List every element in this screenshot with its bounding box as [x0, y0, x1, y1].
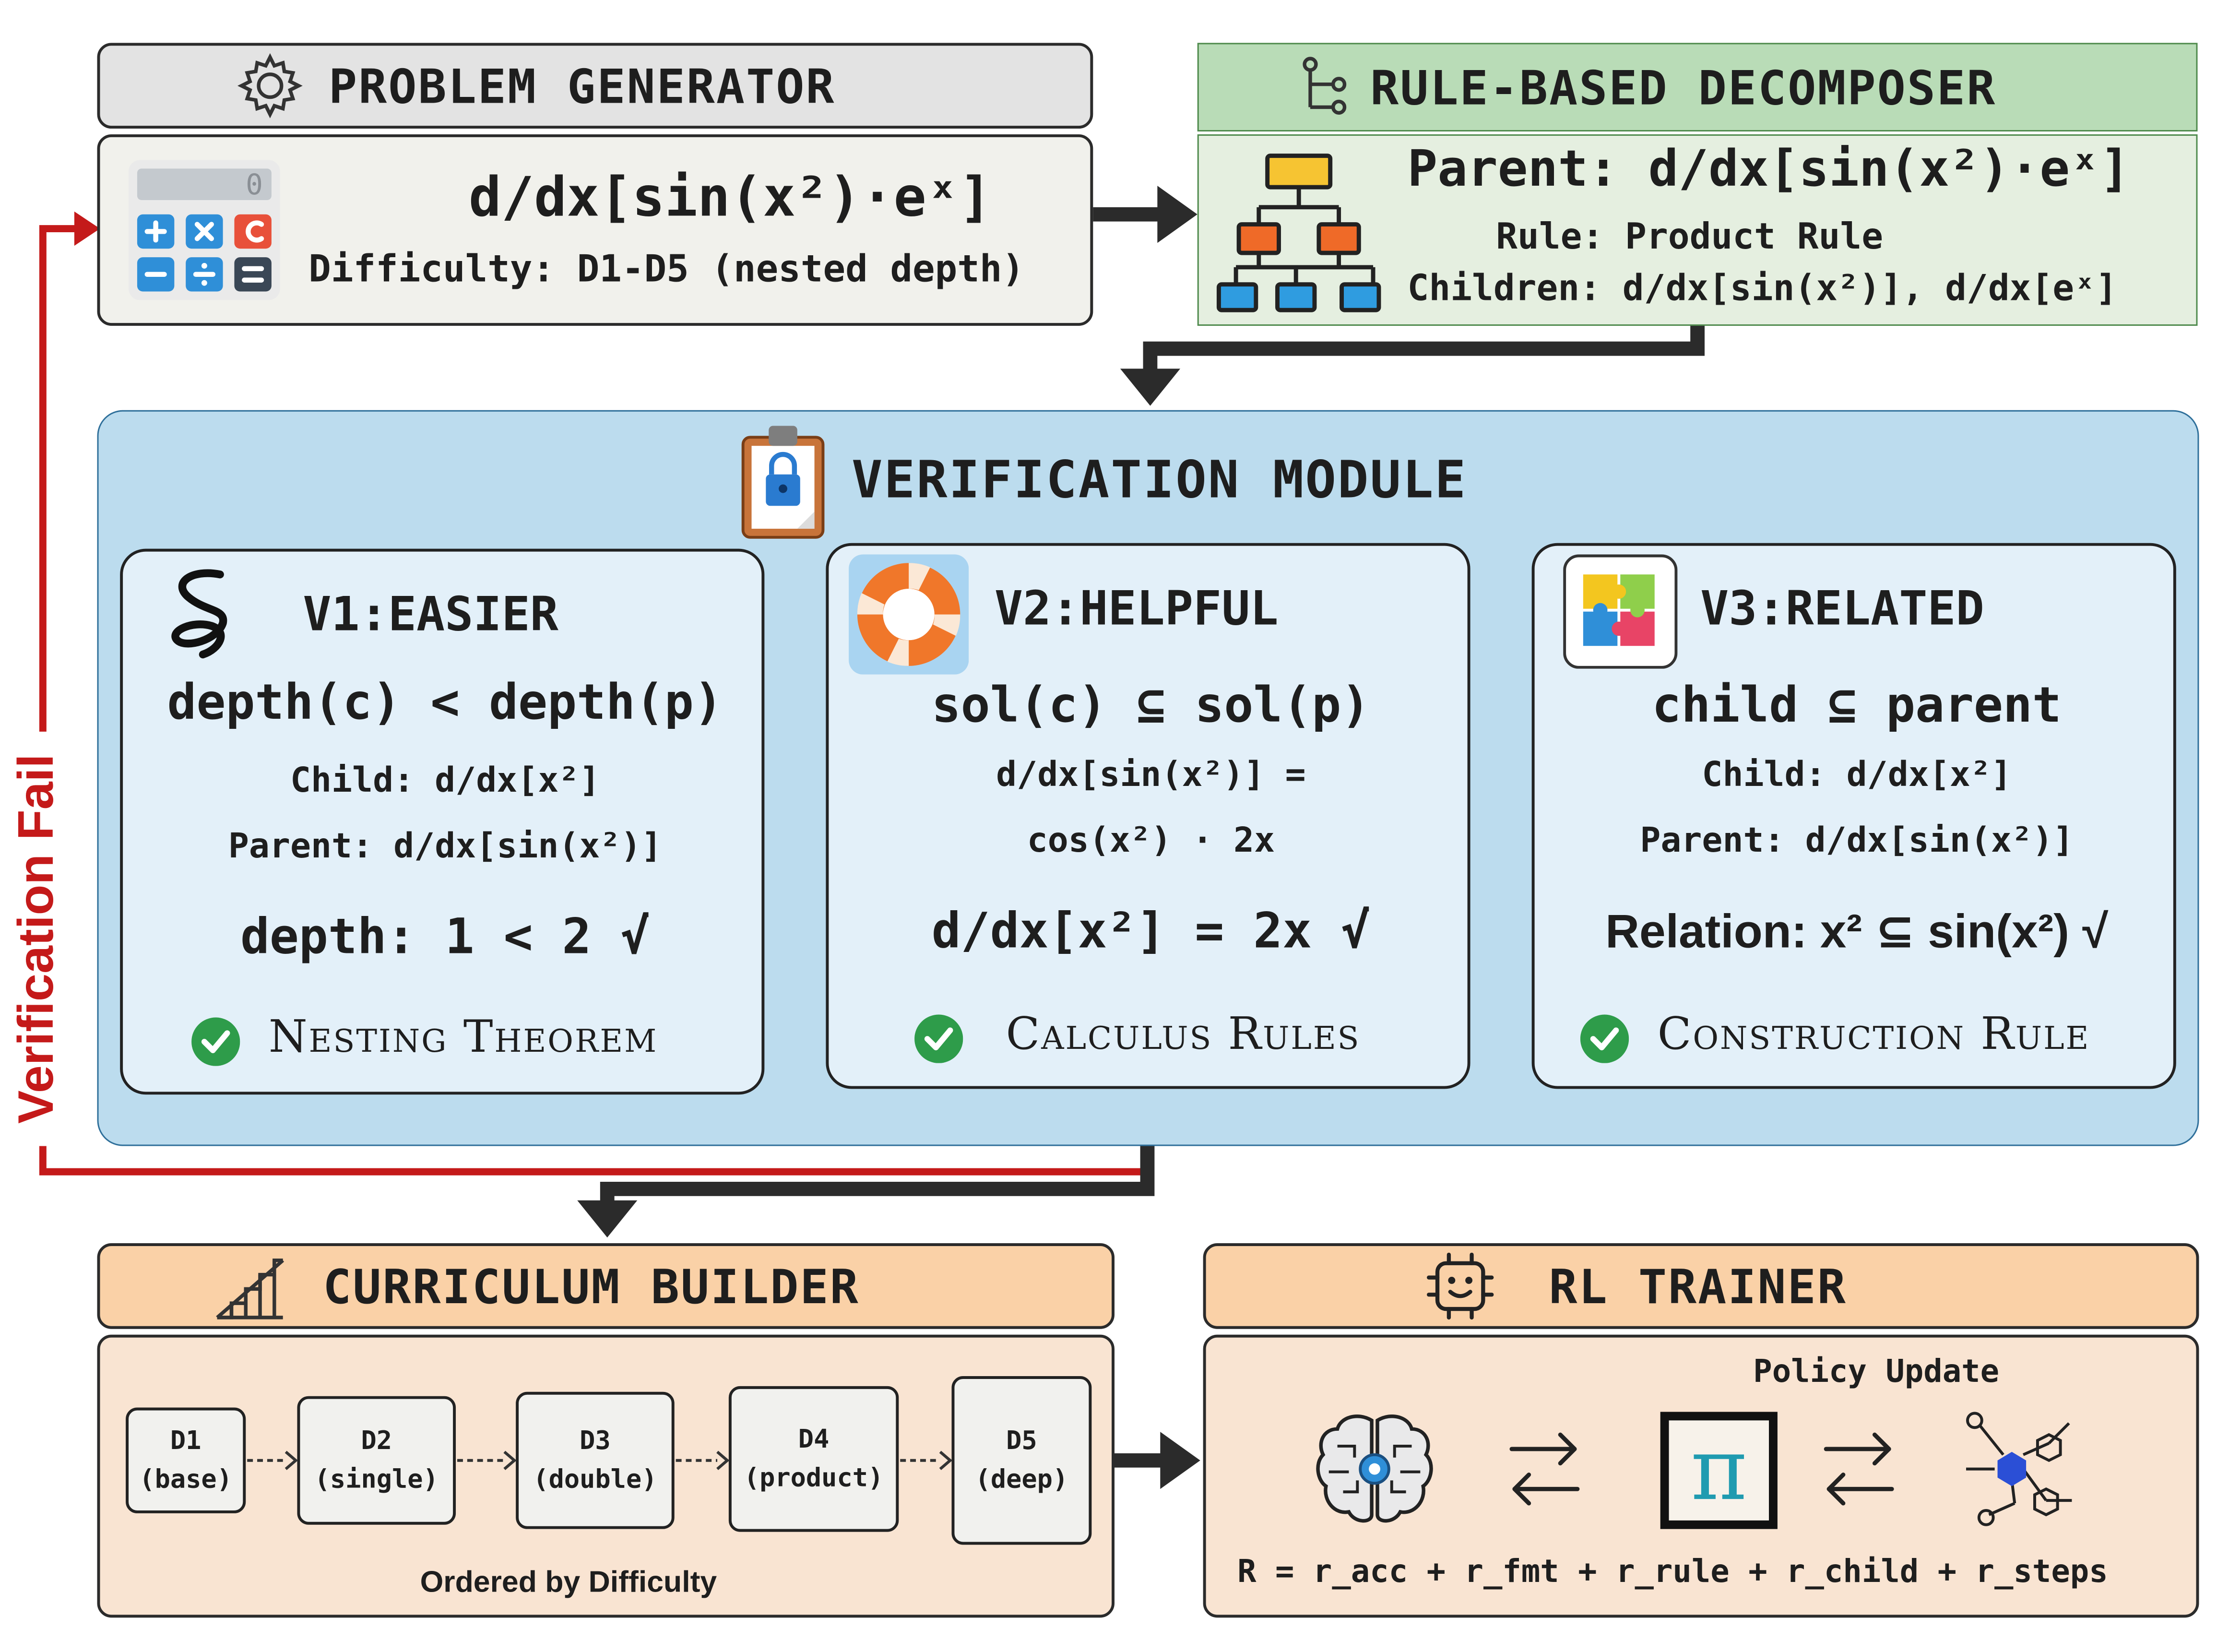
decomposer-rule: Rule: Product Rule: [1496, 215, 1884, 258]
v2-line2: cos(x²) · 2x: [1027, 820, 1275, 860]
gear-icon: [237, 53, 303, 119]
level-box-d5: D5 (deep): [951, 1376, 1092, 1545]
level-desc: (double): [533, 1464, 657, 1495]
lifebuoy-icon: [849, 554, 969, 675]
v1-badge: Nesting Theorem: [268, 1011, 658, 1063]
v1-formula: depth(c) < depth(p): [167, 674, 723, 732]
generator-expression: d/dx[sin(x²)·eˣ]: [468, 166, 992, 229]
level-code: D5: [1006, 1426, 1037, 1456]
v2-badge: Calculus Rules: [1006, 1009, 1361, 1060]
curriculum-title: CURRICULUM BUILDER: [323, 1258, 860, 1314]
reward-formula: R = r_acc + r_fmt + r_rule + r_child + r…: [1237, 1555, 2108, 1591]
v1-title: V1:EASIER: [303, 586, 558, 642]
decomposer-children: Children: d/dx[sin(x²)], d/dx[eˣ]: [1407, 267, 2117, 309]
v3-title: V3:RELATED: [1700, 580, 1984, 636]
level-code: D3: [580, 1426, 611, 1456]
v3-badge: Construction Rule: [1657, 1009, 2090, 1060]
curriculum-footer: Ordered by Difficulty: [420, 1566, 717, 1599]
decomposer-parent: Parent: d/dx[sin(x²)·eˣ]: [1407, 141, 2130, 199]
level-box-d1: D1 (base): [126, 1407, 246, 1513]
generator-difficulty: Difficulty: D1-D5 (nested depth): [308, 249, 1025, 292]
level-box-d4: D4 (product): [728, 1386, 899, 1532]
tree-branch-icon: [1303, 57, 1347, 115]
verif-to-curr-line: [600, 1146, 1155, 1209]
brain-gear-icon: [1316, 1414, 1433, 1523]
v3-result: Relation: x² ⊆ sin(x²) √: [1605, 904, 2109, 958]
level-box-d2: D2 (single): [297, 1396, 456, 1525]
swap-arrows-icon: [1509, 1432, 1580, 1506]
v1-parent: Parent: d/dx[sin(x²)]: [228, 826, 662, 866]
v1-child: Child: d/dx[x²]: [290, 760, 600, 800]
decomposer-header: RULE-BASED DECOMPOSER: [1197, 43, 2198, 131]
pi-symbol: π: [1691, 1420, 1747, 1521]
swap-arrows-icon: [1824, 1432, 1894, 1506]
check-circle-icon: [1580, 1014, 1629, 1063]
squiggle-icon: [171, 569, 227, 659]
level-code: D4: [798, 1425, 830, 1455]
v1-easier-card: V1:EASIER depth(c) < depth(p) Child: d/d…: [120, 548, 765, 1095]
robot-icon: [1427, 1252, 1494, 1320]
decomp-to-verif-line: [1143, 326, 1705, 375]
rl-trainer-header: RL TRAINER: [1203, 1243, 2199, 1329]
v3-formula: child ⊆ parent: [1652, 677, 2062, 735]
hierarchy-icon: [1216, 154, 1381, 312]
decomposer-body: Parent: d/dx[sin(x²)·eˣ] Rule: Product R…: [1197, 134, 2198, 326]
calculator-display: 0: [246, 168, 263, 202]
level-desc: (deep): [975, 1464, 1068, 1495]
v2-result: d/dx[x²] = 2x √: [931, 903, 1371, 961]
v3-child: Child: d/dx[x²]: [1702, 754, 2012, 795]
v1-result: depth: 1 < 2 √: [240, 909, 650, 966]
molecule-network-icon: [1966, 1412, 2072, 1526]
v2-title: V2:HELPFUL: [994, 580, 1279, 636]
verif-to-curr-arrowhead: [577, 1200, 638, 1238]
gen-to-decomp-arrowhead: [1157, 186, 1197, 243]
verification-title: VERIFICATION MODULE: [852, 452, 1468, 511]
clipboard-lock-icon: [741, 426, 825, 539]
v2-formula: sol(c) ⊆ sol(p): [931, 677, 1371, 735]
check-circle-icon: [191, 1017, 240, 1066]
rl-trainer-title: RL TRAINER: [1549, 1258, 1847, 1314]
v3-parent: Parent: d/dx[sin(x²)]: [1640, 820, 2074, 860]
puzzle-icon: [1563, 554, 1678, 669]
problem-generator-header: PROBLEM GENERATOR: [97, 43, 1093, 129]
level-desc: (single): [314, 1464, 439, 1495]
decomp-to-verif-arrowhead: [1120, 368, 1181, 406]
pi-policy-box: π: [1660, 1412, 1778, 1529]
policy-update-label: Policy Update: [1753, 1355, 2000, 1391]
calculator-icon: 0: [129, 160, 280, 300]
check-circle-icon: [914, 1014, 963, 1063]
level-box-d3: D3 (double): [516, 1391, 675, 1529]
fail-loop-arrowhead: [74, 211, 100, 246]
curriculum-header: CURRICULUM BUILDER: [97, 1243, 1115, 1329]
rl-trainer-body: Policy Update π: [1203, 1334, 2199, 1618]
level-code: D1: [170, 1426, 202, 1456]
decomposer-title: RULE-BASED DECOMPOSER: [1370, 59, 1997, 115]
v2-line1: d/dx[sin(x²)] =: [996, 754, 1306, 795]
curr-to-rl-arrowhead: [1160, 1432, 1200, 1489]
v3-related-card: V3:RELATED child ⊆ parent Child: d/dx[x²…: [1531, 543, 2176, 1089]
level-code: D2: [361, 1426, 392, 1456]
problem-generator-body: 0 d/dx[sin(x²)·eˣ] Difficulty: D1-D5 (ne…: [97, 134, 1093, 326]
v2-helpful-card: V2:HELPFUL sol(c) ⊆ sol(p) d/dx[sin(x²)]…: [826, 543, 1470, 1089]
stairs-icon: [216, 1259, 285, 1319]
problem-generator-title: PROBLEM GENERATOR: [328, 58, 836, 114]
level-desc: (product): [744, 1463, 884, 1494]
level-desc: (base): [139, 1464, 233, 1495]
